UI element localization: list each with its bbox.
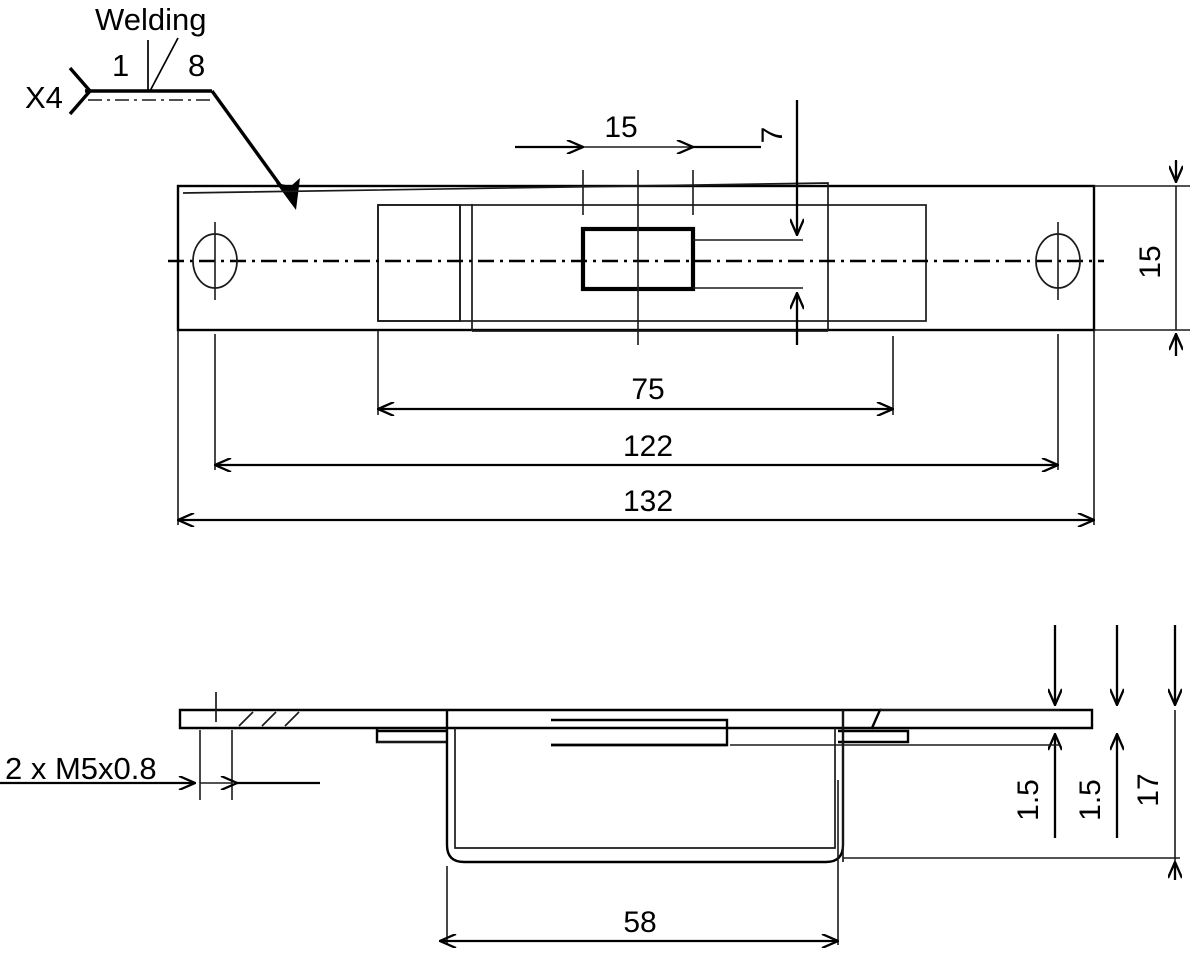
welding-quantity-label: X4 xyxy=(25,80,63,115)
dim-inner-length-75: 75 xyxy=(378,331,893,415)
dim132-text: 132 xyxy=(623,485,673,518)
dim-right15-text: 1.5 xyxy=(1074,779,1107,821)
dim122-text: 122 xyxy=(623,430,673,463)
thread-callout-text: 2 x M5x0.8 xyxy=(5,751,157,786)
side-view-top-slot xyxy=(551,718,729,747)
dim-slot-height-7: 7 xyxy=(693,100,803,345)
dim-channel-width-58: 58 xyxy=(440,780,838,945)
side-view-group: 2 x M5x0.8 1.5 1.5 17 xyxy=(0,625,1180,945)
dim-left15-text: 1.5 xyxy=(1012,779,1045,821)
side-view-right-flange xyxy=(872,708,1094,730)
dim-slot-width-15: 15 xyxy=(515,111,761,147)
hatch-mark-3 xyxy=(284,711,300,727)
side-view-channel-inner xyxy=(454,728,836,849)
dim-flange-thickness-left-1_5: 1.5 xyxy=(730,625,1060,838)
welding-process-label: Welding xyxy=(95,2,206,37)
top-view-outer-outline xyxy=(176,184,1096,332)
hatch-mark-2 xyxy=(261,711,277,727)
top-view-group: 15 7 15 75 122 xyxy=(168,100,1190,525)
dim15-slot-width-text: 15 xyxy=(604,111,637,144)
dim58-text: 58 xyxy=(623,906,656,939)
dim-overall-length-132: 132 xyxy=(178,331,1094,525)
dim75-text: 75 xyxy=(631,373,664,406)
side-view-channel-body xyxy=(445,710,845,864)
welding-symbol-group: Welding X4 1 8 xyxy=(25,2,300,210)
dim-hole-centers-122: 122 xyxy=(215,430,1058,465)
dim-plate-width-text: 15 xyxy=(1134,245,1167,278)
welding-left-size-label: 1 xyxy=(112,48,129,83)
dim17-text: 17 xyxy=(1132,773,1165,806)
dim-plate-width-15: 15 xyxy=(1094,160,1190,356)
welding-right-size-label: 8 xyxy=(188,48,205,83)
side-view-right-step xyxy=(838,729,910,744)
top-view-left-panel xyxy=(377,204,461,322)
thread-callout-group: 2 x M5x0.8 xyxy=(0,751,320,786)
thread-hatch-icon xyxy=(215,692,300,727)
dim7-slot-height-text: 7 xyxy=(756,127,789,144)
hatch-mark-1 xyxy=(238,711,254,727)
top-view-bend-edge-line xyxy=(182,182,829,330)
welding-fillet-slash-icon xyxy=(149,37,179,92)
dim-flange-thickness-right-1_5: 1.5 xyxy=(1074,625,1117,838)
dim-overall-height-17: 17 xyxy=(843,625,1180,880)
